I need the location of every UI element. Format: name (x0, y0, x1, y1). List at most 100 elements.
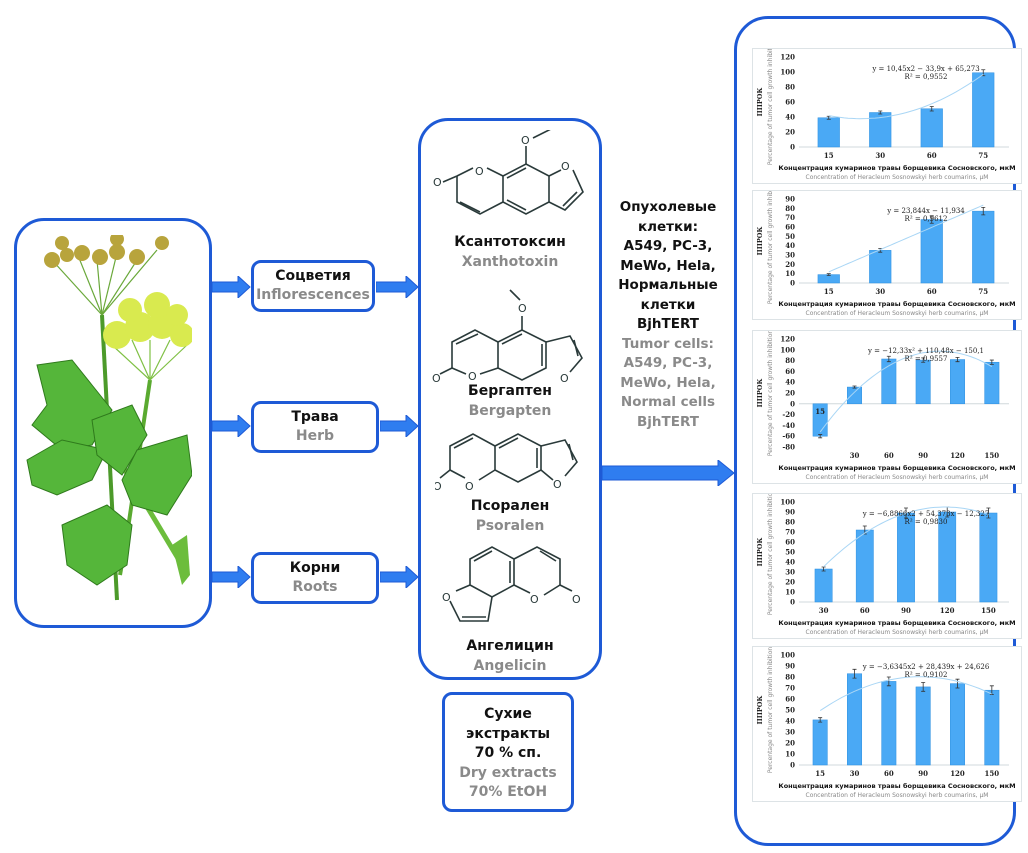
trend-equation: y = −6,8866x2 + 54,373x − 12,327 (862, 510, 990, 518)
x-tick-label: 15 (824, 151, 834, 160)
compound-xanthotoxin: Ксантотоксин Xanthotoxin (420, 232, 600, 272)
cells-ru-line: клетки (640, 296, 696, 313)
angelicin-structure: O O O (442, 546, 581, 622)
x-tick-label: 90 (901, 606, 911, 615)
cells-en-line: MeWo, Hela, (620, 374, 716, 391)
x-tick-label: 30 (850, 451, 860, 460)
x-tick-label: 150 (981, 606, 996, 615)
y-tick-label: 60 (785, 367, 795, 376)
y-tick-label: 0 (790, 279, 795, 288)
error-bar (878, 248, 883, 253)
y-tick-label: 40 (785, 241, 795, 250)
y-tick-label: 0 (790, 598, 795, 607)
r-squared: R² = 0,9557 (905, 355, 948, 363)
part-label-en: Roots (292, 579, 338, 595)
svg-text:O: O (435, 480, 442, 493)
error-bar (989, 685, 994, 695)
error-bar (986, 507, 991, 519)
dry-extracts-box: Сухие экстракты 70 % сп. Dry extracts 70… (442, 692, 574, 812)
x-axis-label-ru: Концентрация кумаринов травы борщевика С… (778, 164, 1015, 172)
x-axis-label-en: Concentration of Heracleum Sosnowskyi he… (806, 174, 989, 181)
cells-ru-line: MeWo, Hela, (620, 257, 716, 274)
bergapten-structure: O O O O (432, 289, 583, 382)
x-tick-label: 120 (940, 606, 955, 615)
bar (881, 681, 897, 766)
y-tick-label: -80 (782, 443, 795, 452)
y-tick-label: 70 (785, 528, 795, 537)
x-tick-label: 150 (985, 769, 1000, 778)
y-tick-label: 30 (785, 251, 795, 260)
y-tick-label: 100 (780, 651, 795, 660)
y-tick-label: 50 (785, 548, 795, 557)
part-label-ru: Трава (291, 409, 339, 425)
extracts-en-line-1: Dry extracts (459, 764, 557, 781)
error-bar (826, 273, 831, 276)
svg-text:O: O (465, 480, 474, 493)
error-bar (955, 356, 960, 363)
bar (812, 719, 828, 766)
error-bar (955, 678, 960, 689)
error-bar (989, 359, 994, 365)
y-tick-label: 20 (785, 389, 795, 398)
bar (817, 117, 840, 148)
svg-text:O: O (553, 478, 562, 491)
x-tick-label: 30 (875, 151, 885, 160)
y-tick-label: 10 (785, 750, 795, 759)
extracts-ru-line-2: экстракты (466, 725, 550, 742)
y-tick-label: 80 (785, 356, 795, 365)
x-axis-label-ru: Концентрация кумаринов травы борщевика С… (778, 464, 1015, 472)
y-tick-label: 120 (780, 335, 795, 344)
y-tick-label: 0 (790, 761, 795, 770)
x-axis-label-ru: Концентрация кумаринов травы борщевика С… (778, 782, 1015, 790)
trend-line (828, 73, 984, 120)
x-tick-label: 30 (819, 606, 829, 615)
compound-psoralen: Псорален Psoralen (420, 496, 600, 536)
error-bar (929, 106, 934, 112)
trend-line (819, 350, 993, 433)
y-tick-label: 20 (785, 739, 795, 748)
bar (984, 689, 1000, 766)
cells-en-line: Normal cells (620, 394, 716, 410)
trend-equation: y = −12,33x² + 110,48x − 150,1 (867, 347, 984, 355)
compound-name-ru: Ангелицин (466, 638, 554, 654)
error-bar (818, 434, 823, 439)
y-tick-label: 100 (780, 68, 795, 77)
bar (897, 512, 915, 603)
y-axis-label-ru: ППРОК (756, 88, 764, 117)
y-tick-label: 30 (785, 728, 795, 737)
y-tick-label: 10 (785, 588, 795, 597)
arrow-plant-to-herb (212, 415, 251, 437)
x-tick-label: 60 (927, 151, 937, 160)
cells-en-line: BjhTERT (637, 413, 699, 430)
y-tick-label: -20 (782, 410, 795, 419)
error-bar (852, 385, 857, 389)
y-axis-label-ru: ППРОК (756, 696, 764, 725)
y-tick-label: 90 (785, 195, 795, 204)
y-tick-label: 50 (785, 232, 795, 241)
y-axis-label-ru: ППРОК (756, 227, 764, 256)
error-bar (921, 682, 926, 692)
x-axis-label-en: Concentration of Heracleum Sosnowskyi he… (806, 310, 989, 317)
y-tick-label: 60 (785, 695, 795, 704)
error-bar (852, 668, 857, 679)
x-tick-label: 60 (860, 606, 870, 615)
x-tick-label: 120 (950, 769, 965, 778)
part-label-en: Herb (295, 428, 335, 444)
bar (814, 568, 833, 603)
arrow-herb-to-compounds (380, 415, 419, 437)
error-bar (878, 110, 883, 115)
error-bar (981, 207, 986, 216)
y-tick-label: 80 (785, 204, 795, 213)
bar (979, 512, 998, 603)
compound-bergapten: Бергаптен Bergapten (420, 381, 600, 421)
x-tick-label: 120 (950, 451, 965, 460)
error-bar (886, 676, 891, 687)
cells-ru-line: BjhTERT (637, 316, 699, 332)
y-tick-label: 120 (780, 53, 795, 62)
error-bar (886, 355, 891, 363)
y-tick-label: -40 (782, 421, 795, 430)
svg-text:O: O (475, 165, 484, 178)
